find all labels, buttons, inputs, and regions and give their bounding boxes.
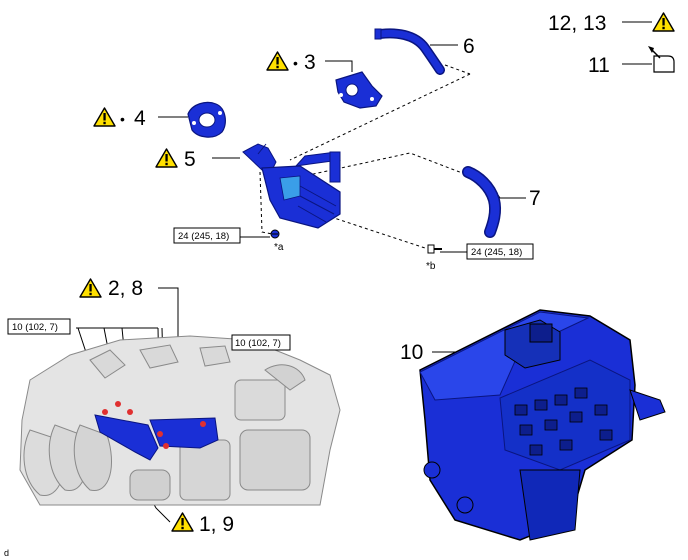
callout-11: 11 xyxy=(588,54,610,77)
bullet-4: • xyxy=(120,111,125,127)
callout-4: 4 xyxy=(134,107,146,130)
callout-6: 6 xyxy=(463,35,475,58)
egr-cooler-part-5 xyxy=(242,143,341,229)
warning-icon xyxy=(266,51,289,71)
torque-box-b: 24 (245, 18) xyxy=(466,243,534,260)
callout-1-9: 1, 9 xyxy=(199,513,234,536)
torque-box-left: 10 (102, 7) xyxy=(7,318,71,335)
callout-5: 5 xyxy=(184,148,196,171)
bolt-b xyxy=(427,244,442,254)
callout-10: 10 xyxy=(400,341,423,364)
note-a: *a xyxy=(274,242,284,253)
inverter-part-10 xyxy=(419,309,666,541)
warning-icon xyxy=(652,12,675,32)
assembly-dashed-lines xyxy=(259,64,471,249)
engine-highlight-parts-1-9 xyxy=(94,401,219,461)
note-b: *b xyxy=(426,261,436,272)
torque-value-right: 10 (102, 7) xyxy=(235,338,281,349)
torque-box-right: 10 (102, 7) xyxy=(231,334,291,351)
gasket-part-4 xyxy=(187,101,226,138)
warning-icon xyxy=(155,148,178,168)
torque-value-left: 10 (102, 7) xyxy=(12,322,58,333)
seal-sticker-icon xyxy=(648,46,675,73)
torque-box-a: 24 (245, 18) xyxy=(173,227,241,244)
warning-icon xyxy=(79,278,102,298)
callout-7: 7 xyxy=(529,187,541,210)
bolt-a xyxy=(270,229,280,239)
bullet-3: • xyxy=(293,55,298,71)
gasket-part-3 xyxy=(335,71,383,109)
callout-3: 3 xyxy=(304,51,316,74)
hose-part-7 xyxy=(462,166,502,238)
hose-part-6 xyxy=(374,28,445,75)
warning-icon xyxy=(93,107,116,127)
figure-corner-mark: d xyxy=(4,548,9,558)
callout-12-13: 12, 13 xyxy=(548,12,606,35)
callout-2-8: 2, 8 xyxy=(108,277,143,300)
torque-value-a: 24 (245, 18) xyxy=(178,231,229,242)
warning-icon xyxy=(171,512,194,532)
torque-value-b: 24 (245, 18) xyxy=(471,247,522,258)
